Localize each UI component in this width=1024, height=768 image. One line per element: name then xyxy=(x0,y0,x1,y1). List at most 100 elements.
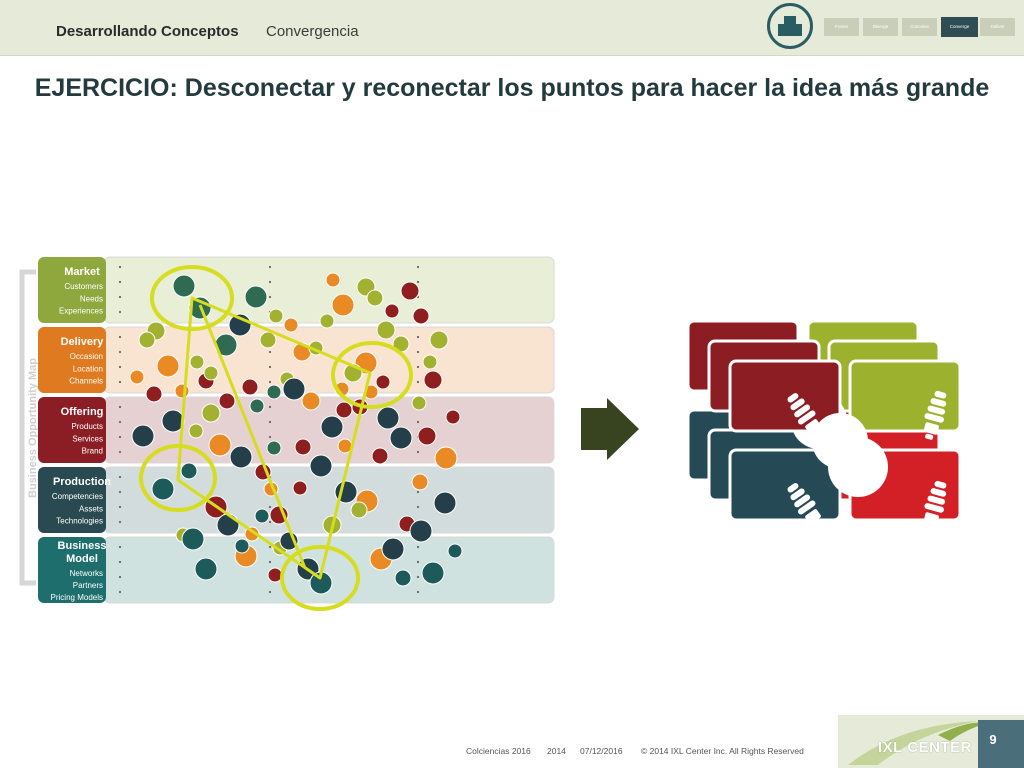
idea-dot xyxy=(218,392,236,410)
nav-tab-diverge[interactable]: Diverge xyxy=(863,18,898,36)
highlight-ring xyxy=(139,444,217,512)
tab-heading: Delivery xyxy=(61,336,105,348)
grid-dot xyxy=(268,405,272,409)
idea-card xyxy=(848,359,962,433)
grid-dot xyxy=(118,575,122,579)
idea-dot xyxy=(325,272,341,288)
highlight-ring xyxy=(331,341,413,409)
leaf-swoosh-icon xyxy=(848,721,988,765)
tab-item: Experiences xyxy=(59,307,103,316)
bulb-base xyxy=(923,422,939,435)
idea-dot xyxy=(266,384,282,400)
grid-dot xyxy=(118,450,122,454)
nav-tab-frame[interactable]: Frame xyxy=(824,18,859,36)
idea-dot xyxy=(194,557,218,581)
tab-item: Needs xyxy=(80,294,103,303)
right-arrow-icon xyxy=(581,398,639,460)
grid-dot xyxy=(118,335,122,339)
grid-dot xyxy=(118,490,122,494)
idea-dot xyxy=(172,274,196,298)
bulb-coil xyxy=(797,410,816,425)
nav-tab-converge[interactable]: Converge xyxy=(941,17,978,37)
grid-dot xyxy=(268,505,272,509)
tab-item: Products xyxy=(71,422,103,431)
bulb-tip xyxy=(813,429,822,437)
idea-dot xyxy=(151,477,175,501)
idea-dot xyxy=(412,307,430,325)
grid-dot xyxy=(416,280,420,284)
tab-production xyxy=(38,467,106,533)
bulb-coil xyxy=(924,503,944,513)
idea-dot xyxy=(331,293,355,317)
idea-dot xyxy=(201,403,221,423)
idea-dot xyxy=(366,289,384,307)
tab-business-model xyxy=(38,537,106,603)
idea-dot xyxy=(389,426,413,450)
grid-dot xyxy=(118,380,122,384)
grid-dot xyxy=(118,435,122,439)
idea-dot xyxy=(376,406,400,430)
grid-dot xyxy=(416,545,420,549)
idea-dot xyxy=(189,354,205,370)
idea-dot xyxy=(282,377,306,401)
idea-dot xyxy=(411,395,427,411)
tab-item: Technologies xyxy=(56,517,103,526)
connection-path xyxy=(176,296,372,580)
subsection-title: Convergencia xyxy=(266,23,359,40)
idea-dot xyxy=(417,426,437,446)
idea-dot xyxy=(445,409,461,425)
nav-tab-deliver[interactable]: Deliver xyxy=(980,18,1015,36)
grid-dot xyxy=(118,350,122,354)
grid-dot xyxy=(118,310,122,314)
idea-dot xyxy=(381,537,405,561)
idea-dot xyxy=(320,415,344,439)
grid-dot xyxy=(416,335,420,339)
idea-dot xyxy=(268,308,284,324)
grid-dot xyxy=(416,420,420,424)
idea-dot xyxy=(400,281,420,301)
grid-dot xyxy=(268,420,272,424)
idea-dot xyxy=(208,433,232,457)
tab-item: Services xyxy=(72,434,103,443)
idea-dot xyxy=(376,320,396,340)
bulb-coil xyxy=(790,488,805,501)
grid-dot xyxy=(118,590,122,594)
idea-dot xyxy=(301,391,321,411)
tab-item: Partners xyxy=(73,581,103,590)
idea-dot xyxy=(266,440,282,456)
light-bulb-icon xyxy=(787,483,822,527)
tab-item: Channels xyxy=(69,377,103,386)
bulb-coil xyxy=(927,495,946,505)
idea-dot xyxy=(174,383,190,399)
bulb-coil xyxy=(930,398,947,407)
section-title: Desarrollando Conceptos xyxy=(56,23,239,40)
grid-dot xyxy=(416,265,420,269)
light-bulb-icon xyxy=(923,480,947,530)
idea-dot xyxy=(394,569,412,587)
side-bracket xyxy=(19,269,36,586)
tab-item: Networks xyxy=(70,569,103,578)
bulb-coil xyxy=(787,483,799,493)
idea-dot xyxy=(244,285,268,309)
page-number-box: 9 xyxy=(978,720,1024,768)
idea-dot xyxy=(350,501,368,519)
idea-dot xyxy=(216,513,240,537)
grid-dot xyxy=(416,350,420,354)
idea-dot xyxy=(409,519,433,543)
idea-dot xyxy=(188,423,204,439)
idea-dot xyxy=(254,508,270,524)
tab-delivery xyxy=(38,327,106,393)
bulb-coil xyxy=(797,500,816,515)
tab-heading: Market xyxy=(64,266,100,278)
idea-dot xyxy=(249,398,265,414)
bulb-coil xyxy=(934,480,947,489)
bulb-coil xyxy=(794,404,811,418)
grid-dot xyxy=(118,475,122,479)
grid-dot xyxy=(118,420,122,424)
bulb-tip xyxy=(813,519,822,527)
light-bulb-icon xyxy=(787,393,822,437)
idea-dot xyxy=(203,365,219,381)
grid-dot xyxy=(118,560,122,564)
grid-dot xyxy=(118,265,122,269)
nav-tab-conceive[interactable]: Conceive xyxy=(902,18,937,36)
